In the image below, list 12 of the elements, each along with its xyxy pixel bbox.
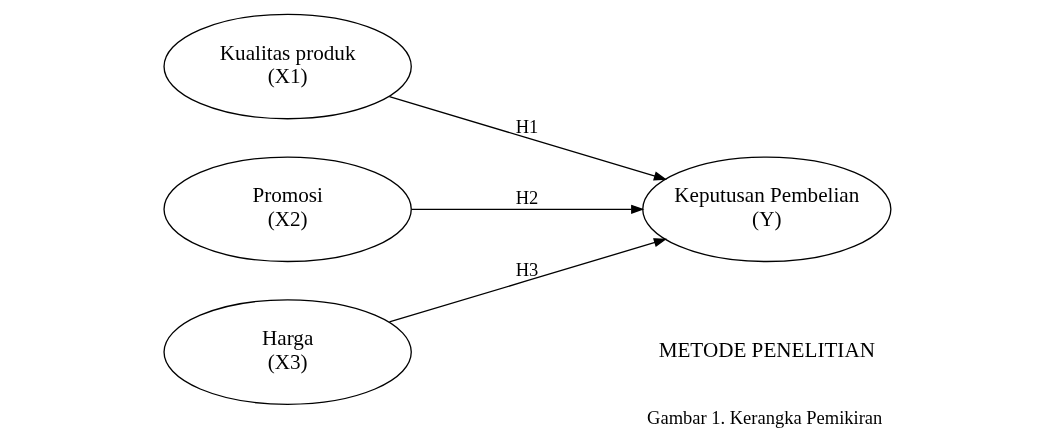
node-ellipse: Harga (X3) [162,298,412,405]
node-ellipse: Promosi (X2) [162,155,412,262]
caption: Gambar 1. Kerangka Pemikiran [646,407,882,428]
edge-label: H3 [515,259,538,280]
arrow [410,204,644,214]
node-ellipse: Keputusan Pembelian (Y) [641,155,891,262]
arrow [388,237,667,323]
node-ellipse: Kualitas produk (X1) [162,13,412,119]
label: METODE PENELITIAN [658,337,875,362]
edge-label: H1 [515,116,538,137]
edge-label: H2 [515,187,538,208]
arrow [388,95,667,180]
